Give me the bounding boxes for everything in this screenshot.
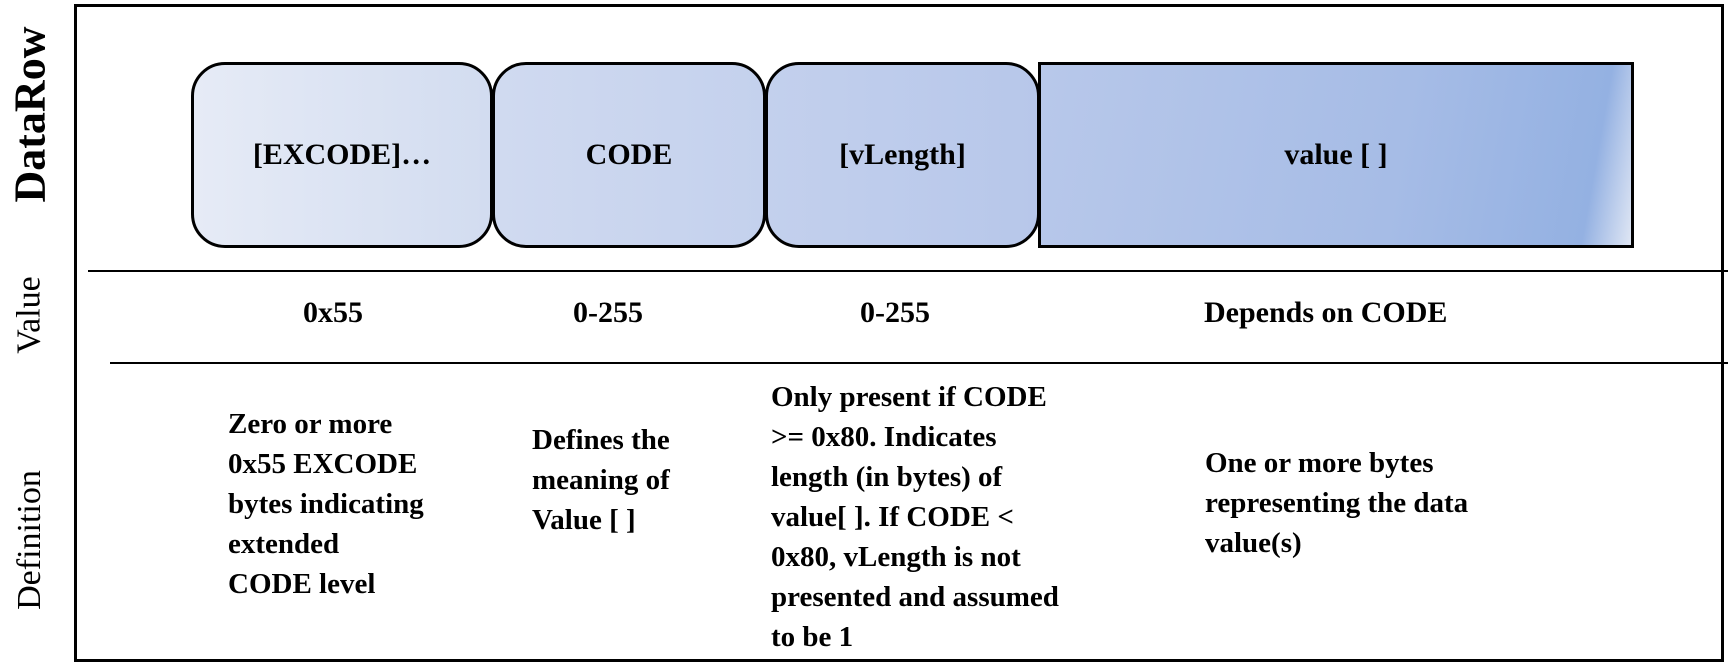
- divider-value-definition: [110, 362, 1728, 364]
- definition-line: bytes indicating: [228, 488, 424, 520]
- definition-line: >= 0x80. Indicates: [771, 421, 997, 453]
- field-excode: [EXCODE]…: [191, 62, 493, 248]
- definition-line: Only present if CODE: [771, 381, 1047, 413]
- definition-line: One or more bytes: [1205, 447, 1434, 479]
- field-code-label: CODE: [585, 138, 673, 171]
- definition-line: presented and assumed: [771, 581, 1059, 613]
- definition-vlength: Only present if CODE >= 0x80. Indicates …: [771, 377, 1059, 657]
- field-vlength: [vLength]: [765, 62, 1040, 248]
- definition-line: extended: [228, 528, 340, 560]
- definition-excode: Zero or more 0x55 EXCODE bytes indicatin…: [228, 404, 424, 604]
- definition-line: CODE level: [228, 568, 376, 600]
- definition-line: representing the data: [1205, 487, 1469, 519]
- definition-line: Value [ ]: [532, 504, 636, 536]
- value-vlength: 0-255: [860, 296, 930, 329]
- value-excode: 0x55: [303, 296, 363, 329]
- field-excode-label: [EXCODE]…: [252, 138, 432, 171]
- value-value: Depends on CODE: [1204, 296, 1448, 329]
- definition-line: Defines the: [532, 424, 670, 456]
- definition-line: Zero or more: [228, 408, 393, 440]
- diagram-frame: [74, 4, 1724, 662]
- field-value-label: value [ ]: [1284, 138, 1388, 171]
- field-vlength-label: [vLength]: [839, 138, 966, 171]
- definition-value: One or more bytes representing the data …: [1205, 443, 1468, 563]
- definition-line: meaning of: [532, 464, 670, 496]
- row-label-definition: Definition: [11, 470, 49, 610]
- definition-line: 0x80, vLength is not: [771, 541, 1021, 573]
- definition-code: Defines the meaning of Value [ ]: [532, 420, 670, 540]
- row-label-value: Value: [11, 276, 49, 354]
- definition-line: value(s): [1205, 527, 1302, 559]
- field-code: CODE: [492, 62, 766, 248]
- row-label-datarow: DataRow: [5, 26, 55, 202]
- field-value: value [ ]: [1038, 62, 1634, 248]
- definition-line: 0x55 EXCODE: [228, 448, 418, 480]
- divider-datarow-value: [88, 270, 1728, 272]
- definition-line: to be 1: [771, 621, 854, 653]
- definition-line: value[ ]. If CODE <: [771, 501, 1014, 533]
- value-code: 0-255: [573, 296, 643, 329]
- definition-line: length (in bytes) of: [771, 461, 1003, 493]
